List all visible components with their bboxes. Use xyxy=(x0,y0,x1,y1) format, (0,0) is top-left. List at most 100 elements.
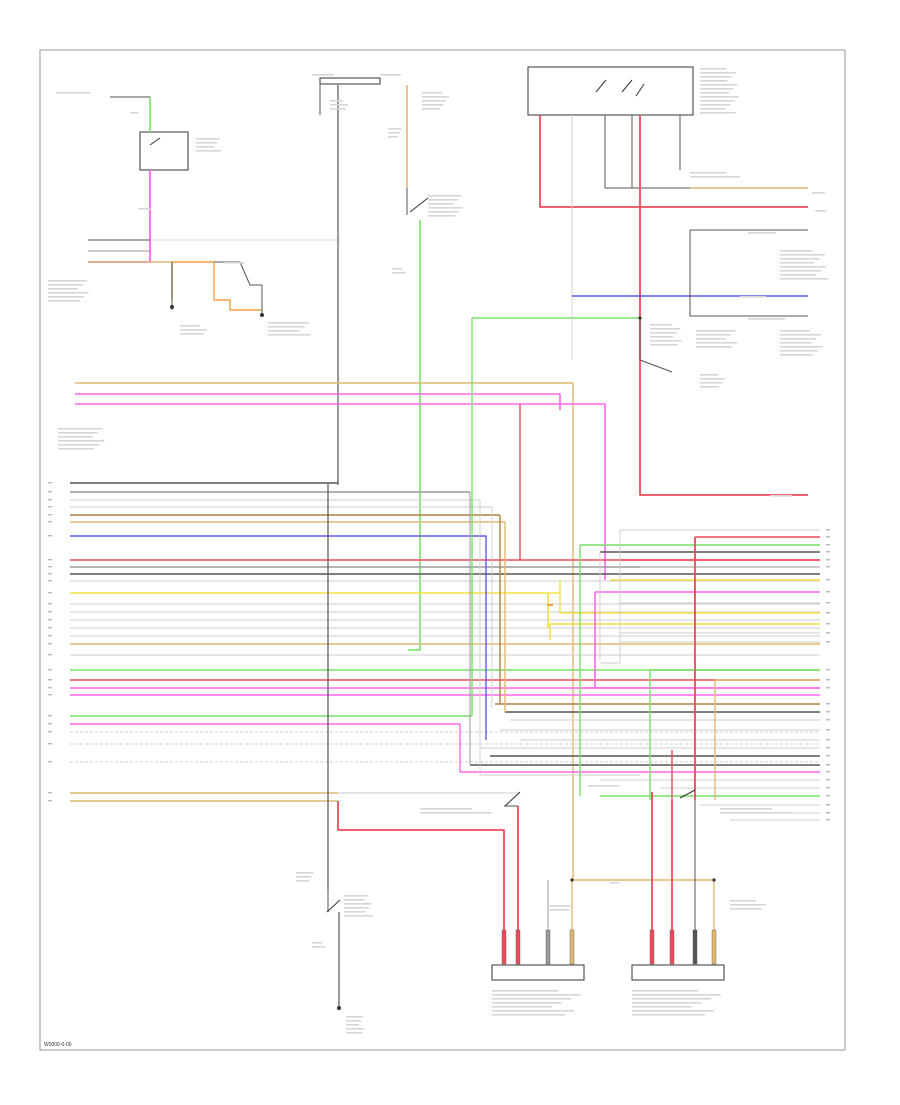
label-placeholder-bar xyxy=(780,350,818,352)
label-placeholder-bar xyxy=(720,808,772,810)
left-seat-switch xyxy=(504,791,521,807)
label-placeholder-bar xyxy=(346,1024,359,1026)
label-placeholder-bar xyxy=(700,84,738,86)
label-placeholder-bar xyxy=(344,895,368,897)
label-placeholder-bar xyxy=(610,882,620,884)
label-placeholder-bar xyxy=(632,1006,692,1008)
label-placeholder-bar xyxy=(650,332,677,334)
label-placeholder-bar xyxy=(428,195,462,197)
label-placeholder-bar xyxy=(700,80,728,82)
left-pin-tick xyxy=(48,506,52,508)
label-placeholder-bar xyxy=(56,92,91,94)
right-pin-tick xyxy=(826,536,830,538)
label-placeholder-bar xyxy=(696,334,731,336)
label-placeholder-bar xyxy=(58,432,98,434)
left-pin-tick xyxy=(48,694,52,696)
left-pin-tick xyxy=(48,643,52,645)
label-placeholder-bar xyxy=(700,88,733,90)
left-pin-tick xyxy=(48,611,52,613)
label-placeholder-bar xyxy=(690,172,727,174)
label-placeholder-bar xyxy=(650,344,679,346)
connector-pins xyxy=(501,929,717,965)
component-boxes xyxy=(139,66,725,981)
label-placeholder-bar xyxy=(380,74,401,76)
label-placeholder-bar xyxy=(344,903,372,905)
label-placeholder-bar xyxy=(690,176,741,178)
label-placeholder-bar xyxy=(422,104,444,106)
right-pin-tick xyxy=(826,529,830,531)
label-placeholder-bar xyxy=(420,812,492,814)
label-placeholder-bar xyxy=(730,908,762,910)
label-placeholder-bar xyxy=(632,998,712,1000)
left-pin-tick xyxy=(48,514,52,516)
ground-point-1 xyxy=(337,1006,341,1010)
label-placeholder-bar xyxy=(428,207,463,209)
right-pin-tick xyxy=(826,819,830,821)
right-pin-tick xyxy=(826,787,830,789)
seat-connector-pin xyxy=(545,929,551,965)
top-right-module-box xyxy=(527,66,694,116)
label-placeholder-bar xyxy=(388,136,399,138)
left-pin-tick xyxy=(48,491,52,493)
diagram-border xyxy=(39,49,846,1051)
bottom-left-switch xyxy=(326,899,341,913)
footer-code: W0000-0-00 xyxy=(44,1042,72,1048)
label-placeholder-bar xyxy=(138,208,152,210)
label-placeholder-bar xyxy=(780,346,823,348)
label-placeholder-bar xyxy=(180,325,200,327)
right-pin-tick xyxy=(826,632,830,634)
right-pin-tick xyxy=(826,551,830,553)
right-pin-tick xyxy=(826,579,830,581)
label-placeholder-bar xyxy=(58,428,103,430)
label-placeholder-bar xyxy=(346,1016,364,1018)
right-pin-tick xyxy=(826,729,830,731)
label-placeholder-bar xyxy=(780,342,812,344)
label-placeholder-bar xyxy=(296,876,312,878)
left-pin-tick xyxy=(48,499,52,501)
relay-contact xyxy=(149,137,161,146)
label-placeholder-bar xyxy=(696,342,738,344)
label-placeholder-bar xyxy=(428,203,454,205)
left-pin-tick xyxy=(48,715,52,717)
label-placeholder-bar xyxy=(48,292,89,294)
left-pin-tick xyxy=(48,627,52,629)
label-placeholder-bar xyxy=(700,68,726,70)
wire-green-14 xyxy=(408,220,421,651)
label-placeholder-bar xyxy=(780,254,825,256)
wire-red-115 xyxy=(337,801,505,930)
label-placeholder-bar xyxy=(428,199,458,201)
label-placeholder-bar xyxy=(346,1028,364,1030)
label-placeholder-bar xyxy=(422,108,441,110)
left-pin-tick xyxy=(48,669,52,671)
label-placeholder-bar xyxy=(720,812,792,814)
label-placeholder-bar xyxy=(700,104,731,106)
label-placeholder-bar xyxy=(700,112,736,114)
label-placeholder-bar xyxy=(392,268,403,270)
wire-tan-5 xyxy=(88,261,173,300)
label-placeholder-bar xyxy=(650,340,682,342)
label-placeholder-bar xyxy=(650,328,681,330)
left-pin-tick xyxy=(48,535,52,537)
right-pin-tick xyxy=(826,559,830,561)
label-placeholder-bar xyxy=(815,210,827,212)
label-placeholder-bar xyxy=(48,280,88,282)
label-placeholder-bar xyxy=(770,495,793,497)
label-placeholder-bar xyxy=(700,72,736,74)
label-placeholder-bar xyxy=(196,150,222,152)
label-placeholder-bar xyxy=(180,333,204,335)
seat-connector-pin xyxy=(515,929,521,965)
label-placeholder-bar xyxy=(700,108,726,110)
right-pin-tick xyxy=(826,544,830,546)
center-fuse-box xyxy=(319,77,381,85)
label-placeholder-bar xyxy=(700,378,726,380)
label-placeholder-bar xyxy=(268,326,305,328)
label-placeholder-bar xyxy=(58,448,95,450)
label-placeholder-bar xyxy=(392,272,406,274)
label-placeholder-bar xyxy=(196,146,215,148)
right-pin-tick xyxy=(826,679,830,681)
label-placeholder-bar xyxy=(492,990,559,992)
junction-right-seat xyxy=(712,878,716,882)
label-placeholder-bar xyxy=(346,1032,362,1034)
